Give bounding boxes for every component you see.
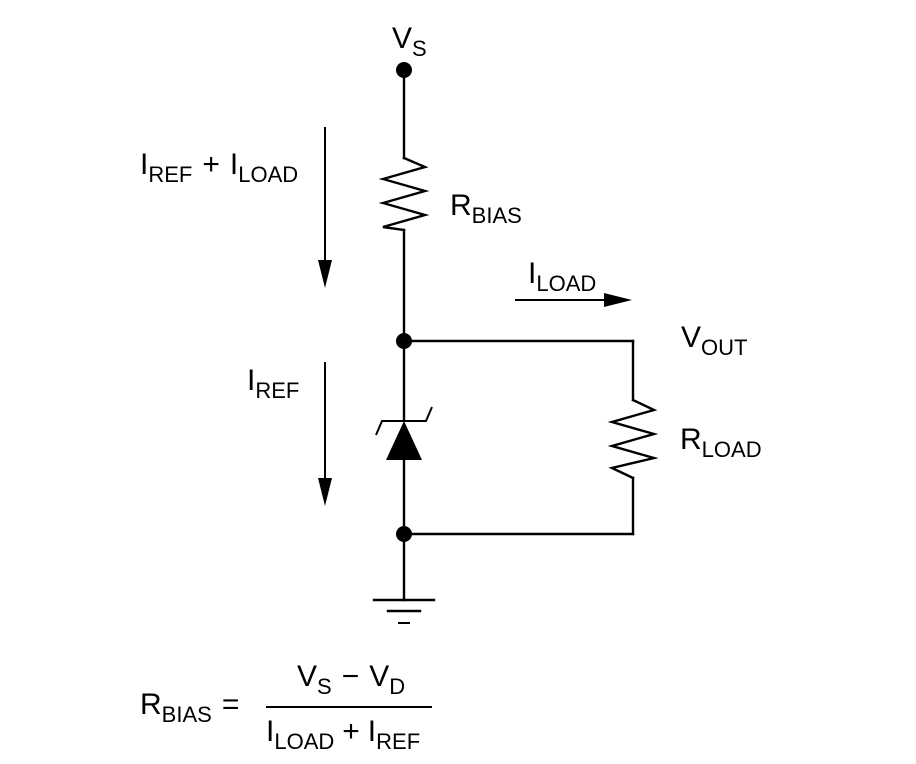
label-rbias: RBIAS [450,189,522,228]
bottom-junction-dot [396,526,412,542]
formula-lhs: RBIAS= [140,688,239,727]
label-vs: VS [392,22,427,61]
formula-numerator: VS−VD [297,660,405,699]
vs-terminal-dot [396,62,412,78]
arrow-iref-head [318,478,332,506]
zener-diode-triangle [386,421,422,460]
label-iref-plus-iload: IREF+ILOAD [140,148,298,187]
zener-diode-cathode-bar [375,406,433,436]
label-rload: RLOAD [680,423,762,462]
arrow-iload-head [604,293,632,307]
formula-denominator: ILOAD+IREF [266,715,420,754]
label-vout: VOUT [681,321,747,360]
label-iref: IREF [247,364,299,403]
rbias-resistor [378,156,430,232]
arrow-iref-plus-iload-head [318,260,332,288]
label-iload: ILOAD [528,257,596,296]
rload-resistor [607,398,659,480]
rbias-formula: RBIAS= VS−VD ILOAD+IREF [140,660,432,754]
